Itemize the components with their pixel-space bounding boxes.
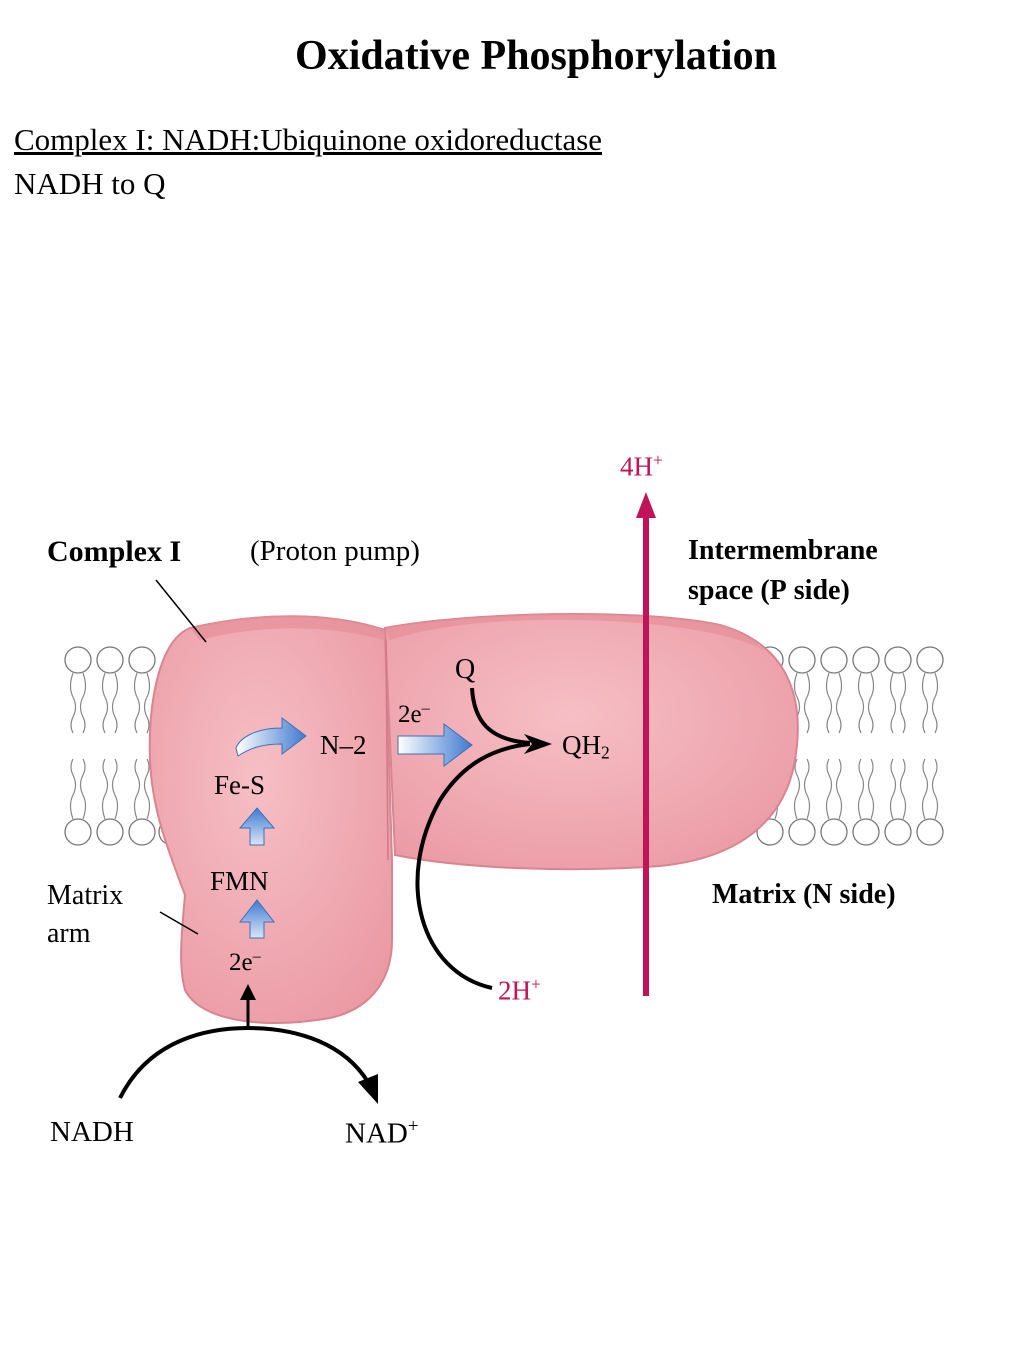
proton-pump-label: (Proton pump) — [250, 535, 420, 567]
intermembrane-label-line1: Intermembrane — [688, 535, 878, 566]
intermembrane-label-line2: space (P side) — [688, 575, 850, 606]
two-protons-label: 2H+ — [498, 974, 541, 1006]
nadh-oxidation-arrow — [118, 984, 378, 1104]
complex-i-protein — [148, 613, 799, 1024]
four-protons-label: 4H+ — [620, 450, 663, 482]
electron-flow-arrows — [235, 717, 473, 939]
page-title: Oxidative Phosphorylation — [295, 33, 777, 79]
nadh-label: NADH — [50, 1116, 134, 1148]
diagram-graphics — [64, 492, 944, 1104]
two-electrons-bottom-label: 2e– — [229, 947, 261, 976]
quinone-reduction-arrows — [415, 687, 552, 990]
proton-pump-arrow — [636, 492, 656, 996]
page-subtitle: Complex I: NADH:Ubiquinone oxidoreductas… — [14, 122, 603, 157]
complex-label-leader — [155, 579, 207, 643]
nad-plus-label: NAD+ — [345, 1116, 419, 1150]
page-subline: NADH to Q — [14, 166, 166, 201]
n2-label: N–2 — [320, 730, 367, 760]
complex-i-label: Complex I — [47, 535, 182, 568]
fe-s-label: Fe-S — [214, 770, 266, 800]
complex-i-diagram: Complex I (Proton pump) Intermembrane sp… — [0, 440, 1024, 1180]
q-label: Q — [455, 654, 476, 685]
fmn-label: FMN — [210, 866, 269, 896]
matrix-arm-label-line2: arm — [47, 918, 91, 949]
qh2-label: QH2 — [562, 730, 610, 763]
two-electrons-top-label: 2e– — [398, 699, 430, 728]
matrix-side-label: Matrix (N side) — [712, 879, 896, 910]
matrix-arm-leader — [159, 911, 199, 935]
matrix-arm-label-line1: Matrix — [47, 880, 124, 911]
